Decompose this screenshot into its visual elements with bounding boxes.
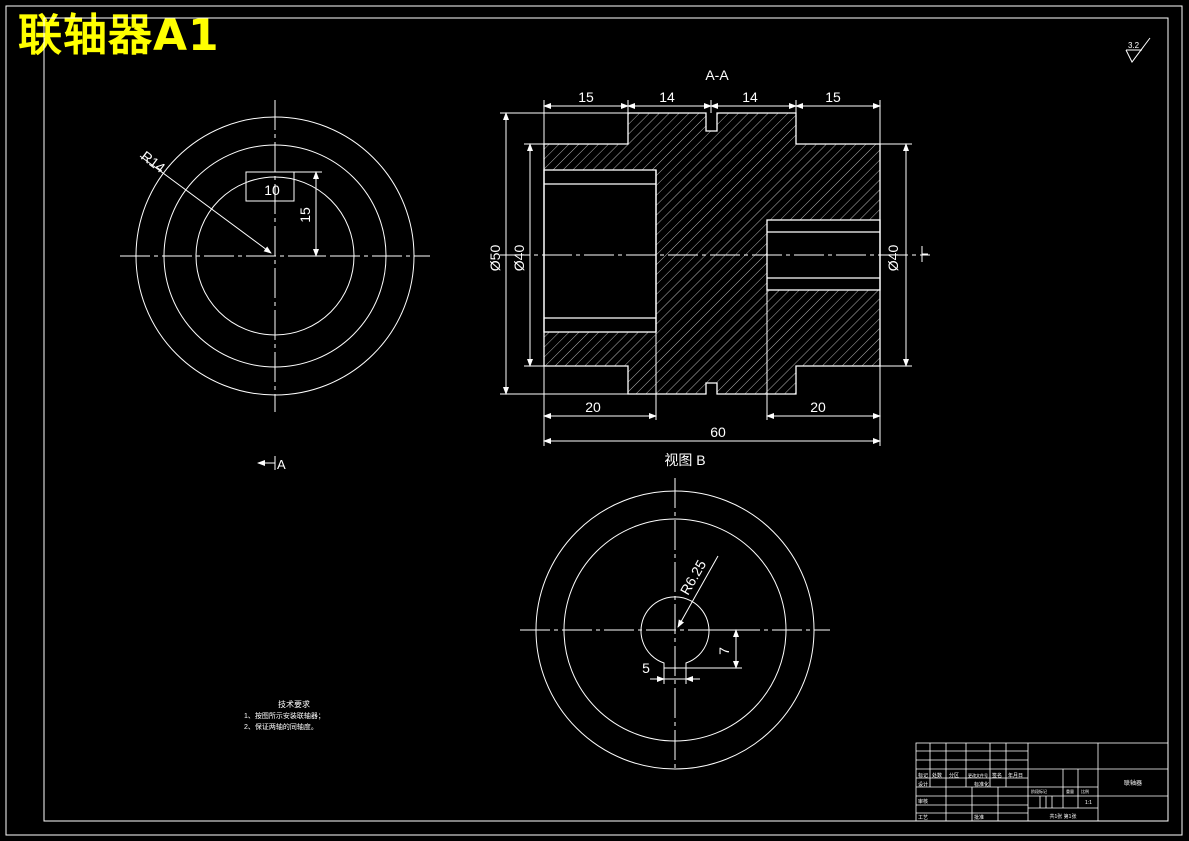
tech-notes-item-2: 2、保证两轴的同轴度。: [244, 722, 318, 731]
title-block-row-3: 审核: [918, 798, 928, 805]
left-bore: [543, 169, 657, 333]
dim-top-4: 15: [825, 89, 841, 105]
title-block-header-2: 分区: [949, 772, 959, 779]
view-b: [520, 478, 830, 772]
dim-top-2: 14: [659, 89, 675, 105]
roughness-value: 3.2: [1128, 41, 1140, 50]
title-block-header-3: 更改文件号: [968, 772, 988, 778]
title-block-part-name: 联轴器: [1124, 779, 1142, 787]
dia-bore-left: Ø40: [511, 245, 527, 272]
dia-bore-right: Ø40: [885, 245, 901, 272]
section-marker-a: [257, 456, 276, 470]
dim-top-1: 15: [578, 89, 594, 105]
tech-notes-heading: 技术要求: [278, 699, 310, 709]
view-b-radius-label: R6.25: [677, 557, 710, 598]
title-block-stage: 阶段标记: [1031, 788, 1047, 794]
section-hatch-body: [544, 113, 880, 394]
title-block-row-4: 工艺: [918, 815, 928, 821]
slot-height-label: 7: [716, 647, 732, 655]
view-b-radius-leader: [677, 555, 719, 628]
dia-outer: Ø50: [487, 245, 503, 272]
section-diameter-dims: [500, 112, 912, 395]
view-b-arrow: [921, 246, 928, 262]
section-top-dims: [543, 100, 881, 144]
drawing-title: 联轴器A1: [18, 10, 220, 61]
inner-border: [43, 17, 1169, 822]
dim-bottom-2: 20: [810, 399, 826, 415]
title-block-header-5: 年月日: [1008, 772, 1023, 779]
title-block-scale: 1:1: [1085, 800, 1092, 806]
section-bottom-dims: [543, 290, 881, 446]
left-keyway-depth: 15: [297, 207, 313, 223]
title-block-header-4: 签名: [992, 772, 1002, 779]
title-block-mid-2: 批准: [974, 814, 984, 821]
view-b-label: 视图 B: [664, 452, 705, 468]
dim-bottom-1: 20: [585, 399, 601, 415]
left-keyway: [245, 171, 295, 202]
section-label: A-A: [705, 67, 729, 83]
title-block-scale-label: 比例: [1081, 788, 1089, 794]
dim-top-3: 14: [742, 89, 758, 105]
left-radius-leader: [139, 155, 272, 254]
title-block-row-2: 设计: [918, 781, 928, 788]
left-keyway-width: 10: [264, 182, 280, 198]
tech-notes-item-1: 1、按图所示安装联轴器；: [244, 711, 325, 720]
title-block-header-1: 处数: [932, 772, 942, 779]
title-block-mid-1: 标准化: [974, 781, 989, 788]
dim-overall-length: 60: [710, 424, 726, 440]
roughness-symbol: [1125, 37, 1151, 63]
title-block: [915, 742, 1169, 822]
left-end-view: [120, 100, 430, 412]
title-block-sheet: 共1张 第1张: [1050, 813, 1077, 820]
title-block-weight: 重量: [1066, 788, 1074, 794]
view-b-bore-with-slot: [640, 596, 710, 669]
section-marker-label: A: [277, 457, 286, 472]
title-block-row-1: 标记: [918, 772, 928, 779]
outer-border: [5, 5, 1183, 836]
slot-width-label: 5: [642, 660, 650, 676]
